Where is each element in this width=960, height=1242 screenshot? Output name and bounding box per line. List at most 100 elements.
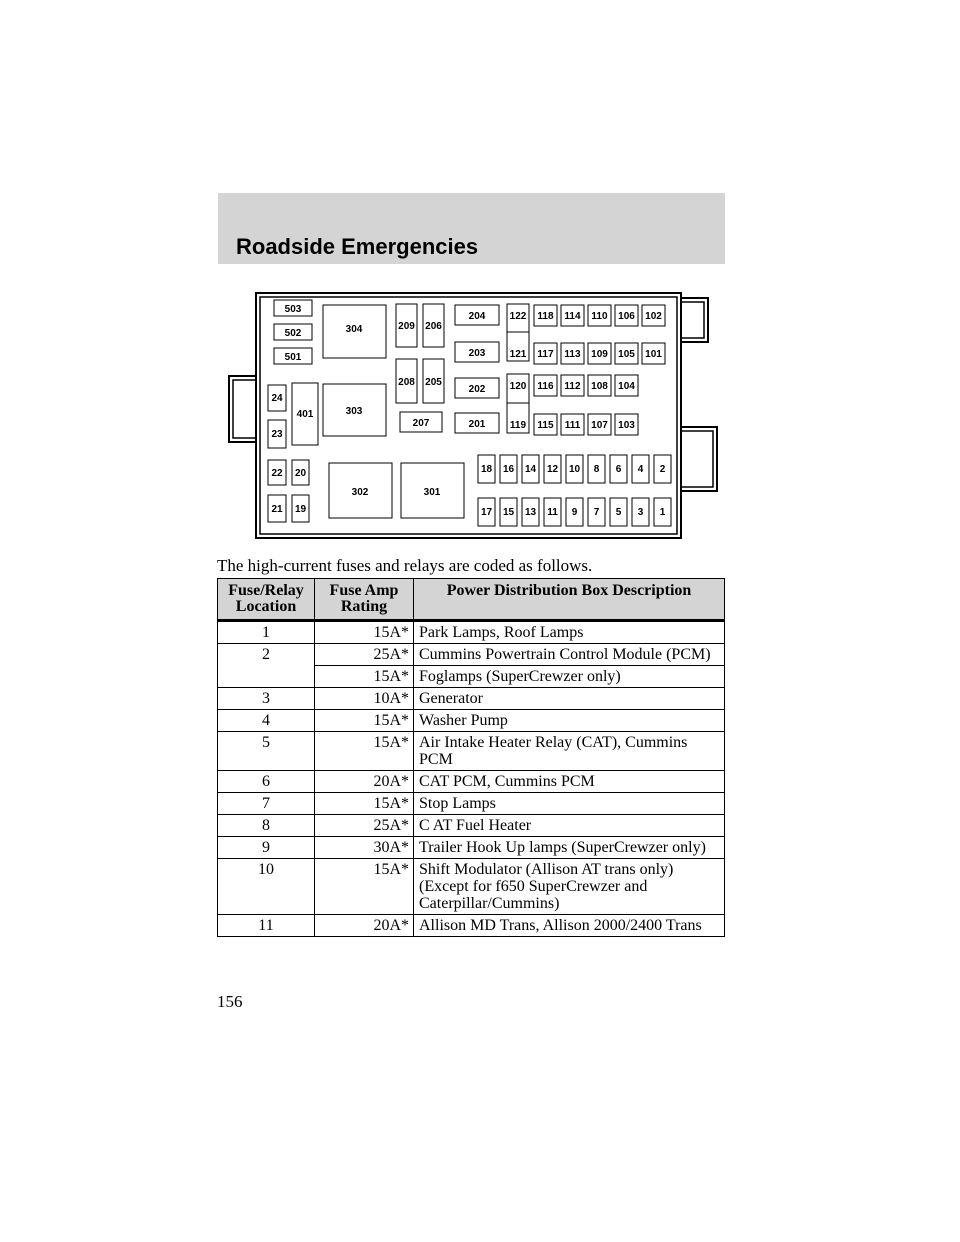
section-header-band: Roadside Emergencies (218, 193, 725, 264)
fuse-label-9: 9 (572, 507, 578, 518)
cell-rating: 30A* (314, 836, 414, 859)
fuse-19 (291, 494, 310, 523)
header-fuse-relay-location: Fuse/Relay Location (217, 578, 315, 622)
fuse-202 (454, 377, 500, 399)
fuse-2 (653, 454, 672, 484)
fuse-104 (614, 374, 639, 397)
cell-location: 11 (217, 914, 315, 937)
cell-location: 6 (217, 770, 315, 793)
fuse-label-114: 114 (564, 311, 581, 322)
fuse-label-2: 2 (660, 464, 666, 475)
fuse-label-304: 304 (346, 324, 363, 335)
fuse-label-12: 12 (547, 464, 559, 475)
fuse-label-106: 106 (618, 311, 635, 322)
table-row: 7 15A* Stop Lamps (217, 792, 725, 815)
cell-description: C AT Fuel Heater (413, 814, 725, 837)
fuse-401 (291, 382, 319, 446)
fuse-15 (499, 497, 518, 527)
fuse-110 (587, 304, 612, 327)
fuse-20 (291, 459, 310, 486)
page-number: 156 (217, 992, 243, 1011)
fuse-1 (653, 497, 672, 527)
fuse-label-119: 119 (510, 420, 527, 431)
cell-description: Foglamps (SuperCrewzer only) (413, 665, 725, 688)
fuse-503 (273, 299, 313, 317)
fuse-116 (533, 374, 558, 397)
fuse-label-3: 3 (638, 507, 644, 518)
fuse-label-22: 22 (271, 468, 283, 479)
fuse-17 (477, 497, 496, 527)
cell-location: 9 (217, 836, 315, 859)
fuse-12 (543, 454, 562, 484)
cell-location: 3 (217, 687, 315, 710)
fuse-18 (477, 454, 496, 484)
fuse-label-23: 23 (271, 429, 283, 440)
cell-location: 10 (217, 858, 315, 915)
cell-description: Stop Lamps (413, 792, 725, 815)
fuse-208 (395, 358, 418, 404)
fuse-label-109: 109 (591, 349, 608, 360)
fuse-201 (454, 412, 500, 434)
cell-rating: 15A* (314, 709, 414, 732)
fuse-11 (543, 497, 562, 527)
fuse-8 (587, 454, 606, 484)
fuse-panel-svg: 503 502 501 304 303 302 301 401 24 23 22… (228, 292, 718, 539)
fuse-label-101: 101 (645, 349, 662, 360)
fuse-label-208: 208 (398, 377, 415, 388)
fuse-label-18: 18 (481, 464, 493, 475)
fuse-label-24: 24 (271, 393, 283, 404)
fuse-label-122: 122 (510, 311, 527, 322)
fuse-14 (521, 454, 540, 484)
fuse-207 (399, 411, 443, 433)
cell-rating: 15A* (314, 792, 414, 815)
cell-description: Allison MD Trans, Allison 2000/2400 Tran… (413, 914, 725, 937)
fuse-label-105: 105 (618, 349, 635, 360)
cell-rating: 15A* (314, 665, 414, 688)
fuse-label-120: 120 (510, 381, 527, 392)
fuse-103 (614, 413, 639, 436)
cell-rating: 25A* (314, 814, 414, 837)
fuse-label-401: 401 (297, 409, 314, 420)
fuse-13 (521, 497, 540, 527)
table-row: 10 15A* Shift Modulator (Allison AT tran… (217, 858, 725, 915)
cell-description: Park Lamps, Roof Lamps (413, 620, 725, 644)
fuse-16 (499, 454, 518, 484)
fuse-label-8: 8 (594, 464, 600, 475)
fuse-label-16: 16 (503, 464, 515, 475)
fuse-table: Fuse/Relay Location Fuse Amp Rating Powe… (217, 578, 725, 937)
fuse-label-203: 203 (469, 348, 486, 359)
fuse-label-502: 502 (285, 328, 302, 339)
fuse-label-209: 209 (398, 321, 415, 332)
fuse-114 (560, 304, 585, 327)
fuse-label-13: 13 (525, 507, 537, 518)
fuse-label-11: 11 (547, 507, 558, 518)
fuse-205 (422, 358, 445, 404)
table-row: 11 20A* Allison MD Trans, Allison 2000/2… (217, 914, 725, 937)
fuse-label-204: 204 (469, 311, 486, 322)
cell-description: Washer Pump (413, 709, 725, 732)
fuse-label-10: 10 (569, 464, 581, 475)
fuse-108 (587, 374, 612, 397)
fuse-303 (322, 383, 387, 437)
fuse-501 (273, 347, 313, 365)
fuse-5 (609, 497, 628, 527)
fuse-label-104: 104 (618, 381, 635, 392)
fuse-label-20: 20 (295, 468, 307, 479)
fuse-label-102: 102 (645, 311, 662, 322)
fuse-101 (641, 342, 666, 365)
fuse-label-303: 303 (346, 406, 363, 417)
table-header-row: Fuse/Relay Location Fuse Amp Rating Powe… (217, 578, 725, 622)
fuse-label-118: 118 (537, 311, 554, 322)
fuse-label-117: 117 (537, 349, 554, 360)
fuse-label-15: 15 (503, 507, 515, 518)
fuse-label-107: 107 (591, 420, 608, 431)
fuse-label-116: 116 (537, 381, 554, 392)
cell-location: 1 (217, 620, 315, 644)
fuse-panel-diagram: 503 502 501 304 303 302 301 401 24 23 22… (226, 290, 720, 542)
cell-location: 5 (217, 731, 315, 771)
fuse-label-21: 21 (271, 504, 283, 515)
fuse-label-121: 121 (510, 349, 527, 360)
table-row: 9 30A* Trailer Hook Up lamps (SuperCrewz… (217, 836, 725, 859)
cell-description: Air Intake Heater Relay (CAT), Cummins P… (413, 731, 725, 771)
fuse-102 (641, 304, 666, 327)
